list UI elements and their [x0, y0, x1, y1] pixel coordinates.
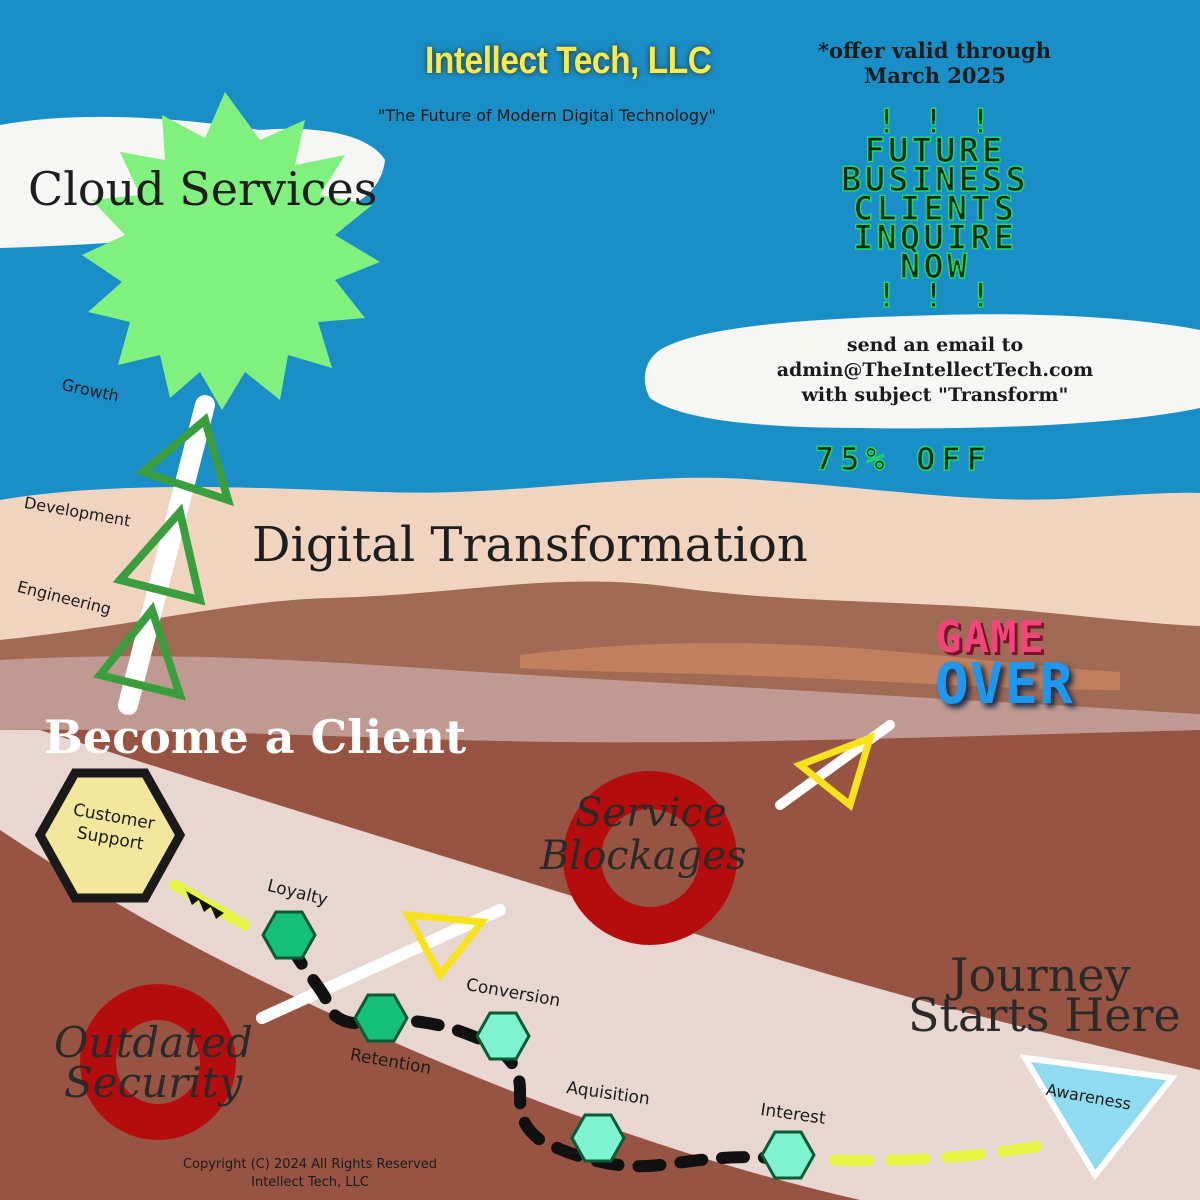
promo-line: ! ! ! [876, 276, 994, 316]
promo-block: ! ! ! FUTURE BUSINESS CLIENTS INQUIRE NO… [790, 102, 1080, 316]
email-instructions: send an email to admin@TheIntellectTech.… [745, 333, 1125, 408]
tagline: "The Future of Modern Digital Technology… [378, 106, 716, 125]
growth-stalk [118, 395, 215, 715]
outdated-security-line2: Security [64, 1058, 243, 1107]
aquisition-hexagon-icon [570, 1113, 626, 1163]
customer-support-hexagon-icon [34, 768, 186, 903]
promo-line: BUSINESS [840, 160, 1029, 200]
journey-path [0, 730, 1200, 1200]
offer-validity-line2: March 2025 [864, 63, 1006, 88]
loyalty-chevron-icon [198, 898, 212, 912]
promo-line: ! ! ! [876, 102, 994, 142]
arrow-head-lower-icon [401, 910, 489, 982]
become-client-heading[interactable]: Become a Client [44, 710, 467, 764]
discount: 75% OFF [814, 439, 992, 479]
digital-transformation-heading: Digital Transformation [252, 517, 808, 573]
game-over-line2: OVER [935, 652, 1074, 717]
arrow-head-upper-icon [793, 732, 876, 811]
security-ring-icon [80, 984, 236, 1140]
email-line: with subject "Transform" [801, 384, 1069, 406]
email-address[interactable]: admin@TheIntellectTech.com [776, 359, 1094, 381]
journey-heading-line2: Starts Here [908, 988, 1181, 1042]
engineering-triangle-icon [92, 601, 187, 701]
interest-hexagon-icon [760, 1130, 816, 1180]
service-blockage-ring-icon [563, 771, 737, 945]
dune-streak [520, 643, 1120, 690]
promo-line: NOW [899, 247, 971, 287]
service-blockages-line1: Service [575, 790, 727, 836]
promo-line: CLIENTS [852, 189, 1018, 229]
growth-triangle-icon [134, 412, 234, 507]
cloud-services-heading: Cloud Services [28, 162, 378, 216]
promo-line: INQUIRE [852, 218, 1018, 258]
copyright: Copyright (C) 2024 All Rights Reserved I… [160, 1156, 460, 1192]
loyalty-chevron-icon [210, 905, 224, 919]
service-blockages-line2: Blockages [540, 833, 747, 879]
promo-line: FUTURE [864, 131, 1006, 171]
offer-validity-line1: *offer valid through [818, 38, 1051, 63]
journey-heading-line1: Journey [950, 948, 1131, 1002]
dune-pale-band [0, 656, 1200, 760]
awareness-triangle-icon [1019, 1054, 1178, 1181]
conversion-hexagon-icon [475, 1011, 531, 1061]
copyright-line: Copyright (C) 2024 All Rights Reserved [182, 1157, 438, 1172]
development-triangle-icon [112, 503, 206, 606]
outdated-security-line1: Outdated [54, 1018, 253, 1067]
copyright-line: Intellect Tech, LLC [251, 1175, 369, 1190]
retention-hexagon-icon [353, 993, 409, 1043]
awareness-path-line [829, 1139, 1051, 1166]
loyalty-chevron-icon [186, 891, 200, 905]
funnel-path-line [284, 939, 776, 1173]
arrow-shaft-lower [256, 904, 506, 1024]
sun-burst-icon [82, 92, 380, 410]
loyalty-hexagon-icon [261, 910, 317, 960]
game-over-line1: GAME [935, 612, 1045, 663]
company-name: Intellect Tech, LLC [425, 40, 712, 82]
cloud-right [644, 314, 1200, 429]
email-line: send an email to [846, 334, 1024, 356]
